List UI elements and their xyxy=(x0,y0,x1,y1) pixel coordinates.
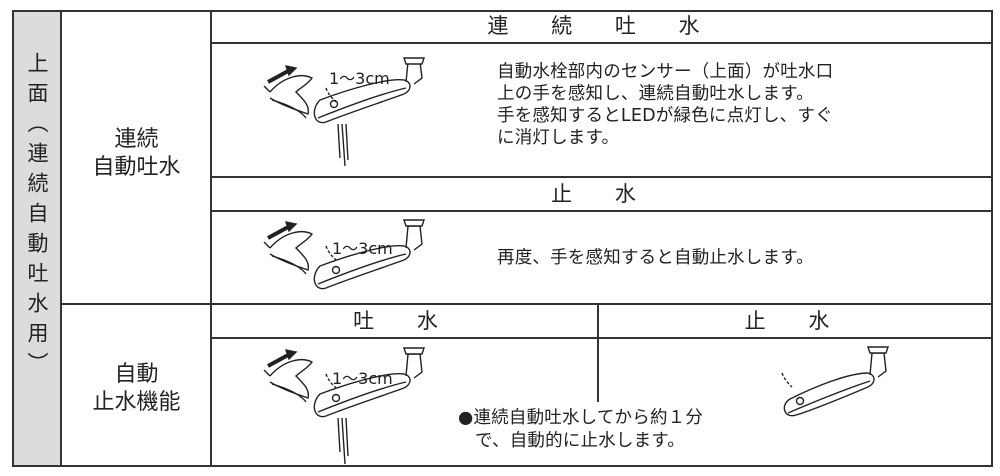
row2-label: 自動 止水機能 xyxy=(64,361,209,417)
row2-label-line2: 止水機能 xyxy=(92,390,181,415)
auto-stop-note-line2: で、自動的に止水します。 xyxy=(475,431,685,451)
row1-label-line2: 自動吐水 xyxy=(92,155,181,180)
row2-label-line1: 自動 xyxy=(114,362,159,387)
header-stop-1: 止 水 xyxy=(551,182,654,206)
discharge-desc-line3: 手を感知するとLEDが緑色に点灯し、すぐ xyxy=(497,106,833,126)
faucet-hand-water-illustration-1: 1～3cm xyxy=(263,57,425,167)
header-underline-2 xyxy=(212,210,993,212)
distance-label-3: 1～3cm xyxy=(332,369,393,388)
faucet-stopped-illustration xyxy=(781,346,889,417)
row-separator-1 xyxy=(212,176,993,178)
header-underline-1 xyxy=(212,42,993,44)
discharge-desc-line2: 上の手を感知し、連続自動吐水します。 xyxy=(497,84,814,104)
stop-description: 再度、手を感知すると自動止水します。 xyxy=(497,248,814,268)
discharge-description: 自動水栓部内のセンサー（上面）が吐水口 上の手を感知し、連続自動吐水します。 手… xyxy=(497,61,833,149)
side-label: 上面（連続自動吐水用） xyxy=(25,52,49,382)
discharge-desc-line1: 自動水栓部内のセンサー（上面）が吐水口 xyxy=(497,62,834,82)
header-underline-3 xyxy=(212,337,993,339)
split-divider xyxy=(597,305,599,402)
auto-stop-note-line1: ●連続自動吐水してから約１分 xyxy=(458,408,704,428)
faucet-hand-illustration-2: 1～3cm xyxy=(263,219,425,290)
header-discharge-2: 吐 水 xyxy=(353,309,456,333)
faucet-hand-water-illustration-3: 1～3cm xyxy=(263,347,425,465)
discharge-desc-line4: に消灯します。 xyxy=(497,128,620,148)
auto-stop-note: ●連続自動吐水してから約１分 で、自動的に止水します。 xyxy=(458,407,703,453)
table-frame xyxy=(60,10,993,467)
distance-label-1: 1～3cm xyxy=(329,69,390,88)
side-label-cell: 上面（連続自動吐水用） xyxy=(12,10,62,467)
header-continuous-discharge: 連 続 吐 水 xyxy=(487,14,718,38)
section-separator xyxy=(60,303,993,305)
column-divider xyxy=(210,10,212,467)
distance-label-2: 1～3cm xyxy=(332,239,393,258)
header-stop-2: 止 水 xyxy=(744,309,848,333)
row1-label: 連続 自動吐水 xyxy=(64,126,209,182)
row1-label-line1: 連続 xyxy=(114,127,159,152)
